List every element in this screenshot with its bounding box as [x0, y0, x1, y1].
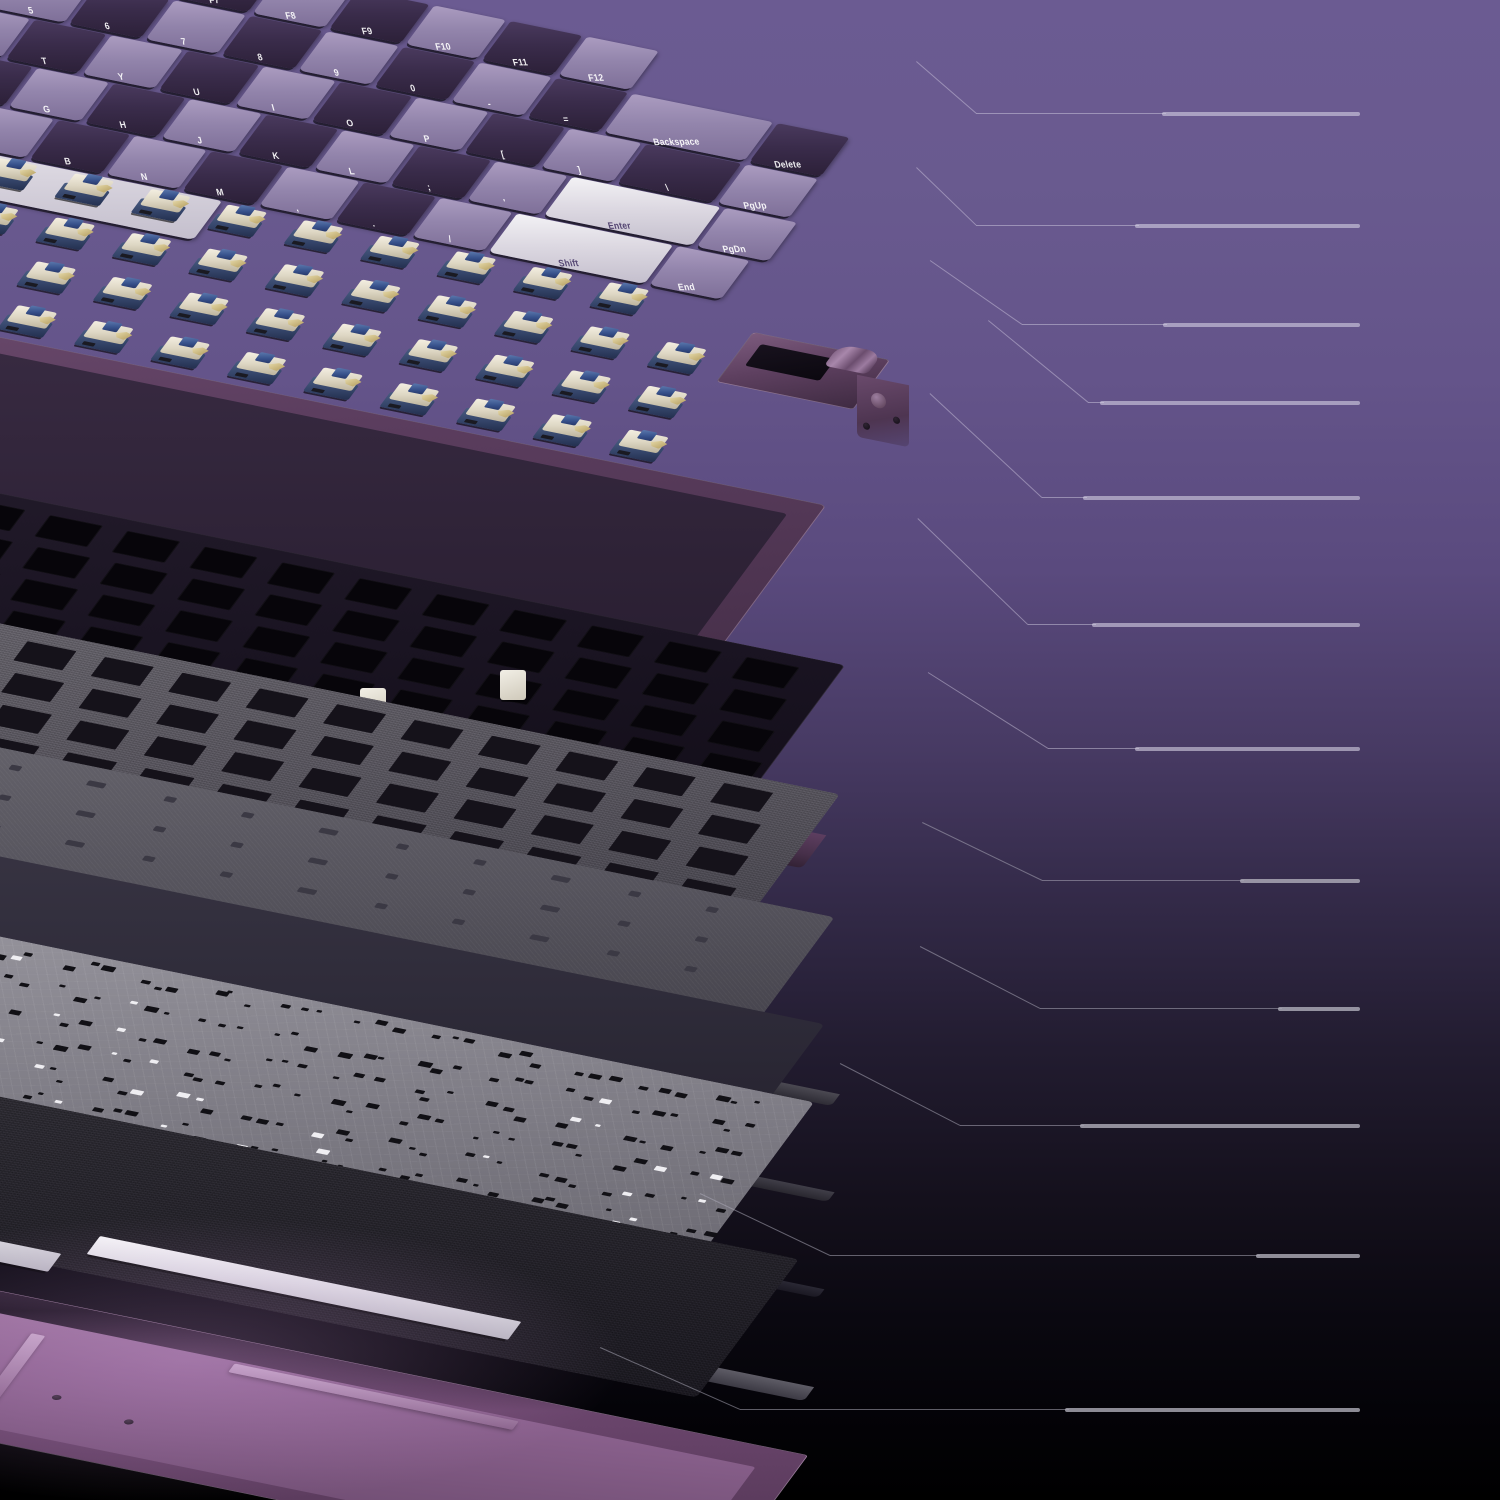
pcb-component: [59, 984, 67, 988]
mechanical-switch[interactable]: [130, 188, 193, 222]
callout-underline: [1083, 496, 1360, 500]
aluminum-bottom-case-layer: [0, 1190, 965, 1500]
pcb-component: [3, 973, 14, 979]
callout-underline: [1162, 112, 1360, 116]
pcb-component: [93, 996, 102, 1000]
callout-underline: [1100, 401, 1360, 405]
pcb-component: [100, 964, 117, 973]
callout-leader-horizontal: [960, 1125, 1084, 1126]
mechanical-switch[interactable]: [111, 232, 175, 266]
side-button[interactable]: [871, 391, 886, 410]
mechanical-switch[interactable]: [283, 219, 346, 254]
pcb-component: [153, 986, 163, 991]
keycap-legend: 5: [26, 5, 35, 16]
callout-leader-diagonal: [987, 320, 1089, 403]
pcb-component: [61, 965, 76, 972]
pcb-component: [0, 953, 7, 961]
plate-switch-cutout: [0, 499, 26, 532]
mechanical-switch[interactable]: [206, 204, 270, 238]
keycap-legend: 8: [255, 51, 264, 63]
keycap-legend: F9: [360, 25, 374, 37]
callout-leader-horizontal: [830, 1255, 1260, 1256]
callout-leader-horizontal: [1040, 1008, 1282, 1009]
callout-underline: [1163, 323, 1360, 327]
keycap-legend: T: [39, 55, 49, 67]
callout-underline: [1278, 1007, 1360, 1011]
pcb-component: [140, 979, 152, 985]
callout-leader-horizontal: [1048, 748, 1139, 749]
callout-underline: [1080, 1124, 1360, 1128]
keycap-legend: Y: [116, 71, 125, 82]
mechanical-switch[interactable]: [359, 235, 423, 269]
mechanical-switch[interactable]: [54, 173, 117, 207]
pcb-component: [18, 982, 30, 988]
mechanical-switch[interactable]: [0, 157, 41, 191]
mechanical-switch[interactable]: [35, 217, 98, 251]
callout-leader-horizontal: [1022, 324, 1167, 325]
mechanical-switch[interactable]: [0, 201, 22, 235]
plate-switch-cutout: [34, 515, 103, 548]
keycap-legend: 6: [103, 20, 111, 32]
callout-underline: [1135, 747, 1360, 751]
callout-underline: [1065, 1408, 1360, 1412]
callout-underline: [1135, 224, 1360, 228]
pcb-component: [165, 986, 180, 993]
keycap-legend: 7: [179, 36, 188, 47]
callout-leader-horizontal: [1042, 880, 1244, 881]
callout-leader-horizontal: [740, 1409, 1069, 1410]
callout-leader-horizontal: [976, 113, 1166, 114]
callout-leader-horizontal: [976, 225, 1139, 226]
keycap-legend: F8: [283, 10, 298, 21]
pcb-component: [23, 952, 34, 958]
callout-underline: [1240, 879, 1360, 883]
callout-leader-horizontal: [1088, 402, 1104, 403]
callout-underline: [1256, 1254, 1360, 1258]
callout-leader-horizontal: [1028, 624, 1096, 625]
pcb-component: [9, 955, 23, 962]
pcb-component: [90, 961, 101, 967]
silicone-gasket-tab: [500, 670, 526, 700]
callout-underline: [1092, 623, 1360, 627]
callout-leader-horizontal: [1042, 497, 1087, 498]
bottom-case-tray: [0, 1190, 809, 1500]
keycap-legend: 9: [332, 67, 341, 78]
bottom-case-floor: [0, 1217, 756, 1500]
